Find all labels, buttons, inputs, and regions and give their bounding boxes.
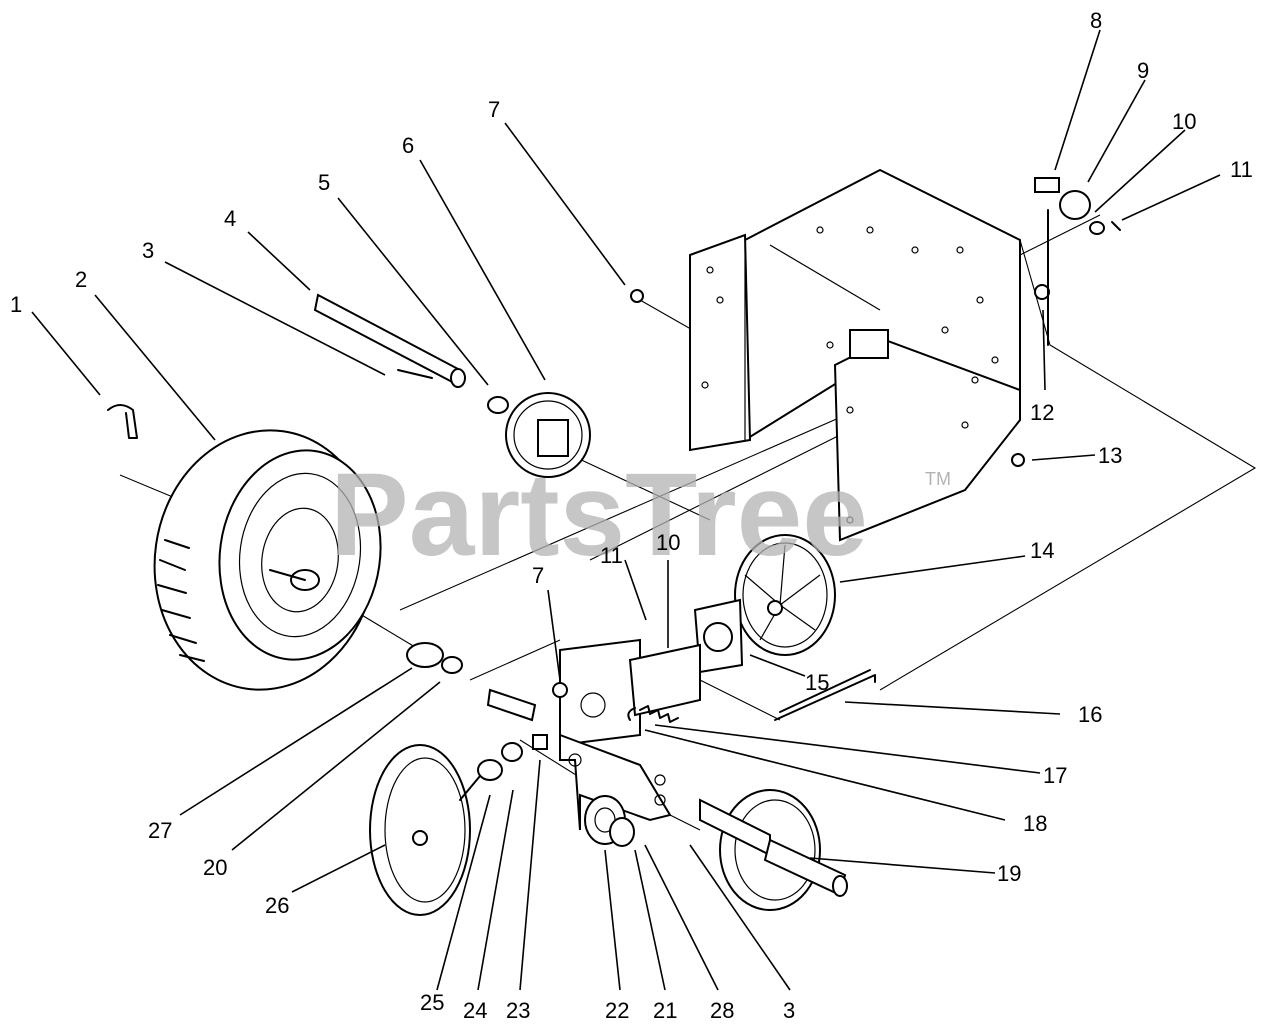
callout-12: 12 <box>1030 400 1054 425</box>
callout-22: 22 <box>605 998 629 1023</box>
callout-14: 14 <box>1030 538 1054 563</box>
hairpin-clip <box>107 404 138 439</box>
callout-10-lower: 10 <box>656 530 680 555</box>
callout-labels: 1 2 3 4 5 6 7 8 9 10 11 12 13 14 11 10 7… <box>10 8 1253 1023</box>
tire-tread <box>157 539 205 662</box>
callout-25: 25 <box>420 990 444 1015</box>
callout-24: 24 <box>463 998 487 1023</box>
callout-17: 17 <box>1043 763 1067 788</box>
spur-gear <box>699 789 848 911</box>
watermark-text: PartsTree <box>330 449 868 581</box>
callout-11-upper: 11 <box>1230 157 1253 182</box>
callout-10-upper: 10 <box>1172 109 1196 134</box>
callout-1: 1 <box>10 292 22 317</box>
callout-13: 13 <box>1098 443 1122 468</box>
callout-16: 16 <box>1078 702 1102 727</box>
drive-sprocket <box>505 392 591 478</box>
callout-4: 4 <box>224 206 236 231</box>
callout-2: 2 <box>75 267 87 292</box>
frame-housing <box>689 168 1021 542</box>
callout-27: 27 <box>148 818 172 843</box>
watermark-trademark: TM <box>925 469 951 489</box>
callout-26: 26 <box>265 893 289 918</box>
callout-8: 8 <box>1090 8 1102 33</box>
drive-pulley <box>734 534 836 656</box>
extension-spring <box>627 705 679 723</box>
callout-19: 19 <box>997 861 1021 886</box>
tire-wheel-assembly <box>153 429 382 691</box>
callout-11-lower: 11 <box>600 543 623 568</box>
small-wheel <box>369 744 486 916</box>
callout-3: 3 <box>142 238 154 263</box>
callout-9: 9 <box>1137 58 1149 83</box>
bracket-plates <box>559 638 701 831</box>
leader-lines <box>31 29 1221 991</box>
callout-23: 23 <box>506 998 530 1023</box>
callout-18: 18 <box>1023 811 1047 836</box>
axle-parts-upper <box>313 293 509 414</box>
callout-28: 28 <box>710 998 734 1023</box>
callout-15: 15 <box>805 670 829 695</box>
control-rod <box>774 669 876 721</box>
callout-5: 5 <box>318 170 330 195</box>
washer-stack <box>406 284 1050 781</box>
upper-right-hardware <box>1034 177 1121 346</box>
callout-20: 20 <box>203 855 227 880</box>
callout-3-lower: 3 <box>783 998 795 1023</box>
callout-7-lower: 7 <box>532 563 544 588</box>
callout-7-upper: 7 <box>488 97 500 122</box>
frame-holes <box>701 226 999 524</box>
callout-6: 6 <box>402 133 414 158</box>
callout-21: 21 <box>653 998 677 1023</box>
bearing-flange <box>584 795 635 847</box>
bearing-housing <box>693 598 744 674</box>
